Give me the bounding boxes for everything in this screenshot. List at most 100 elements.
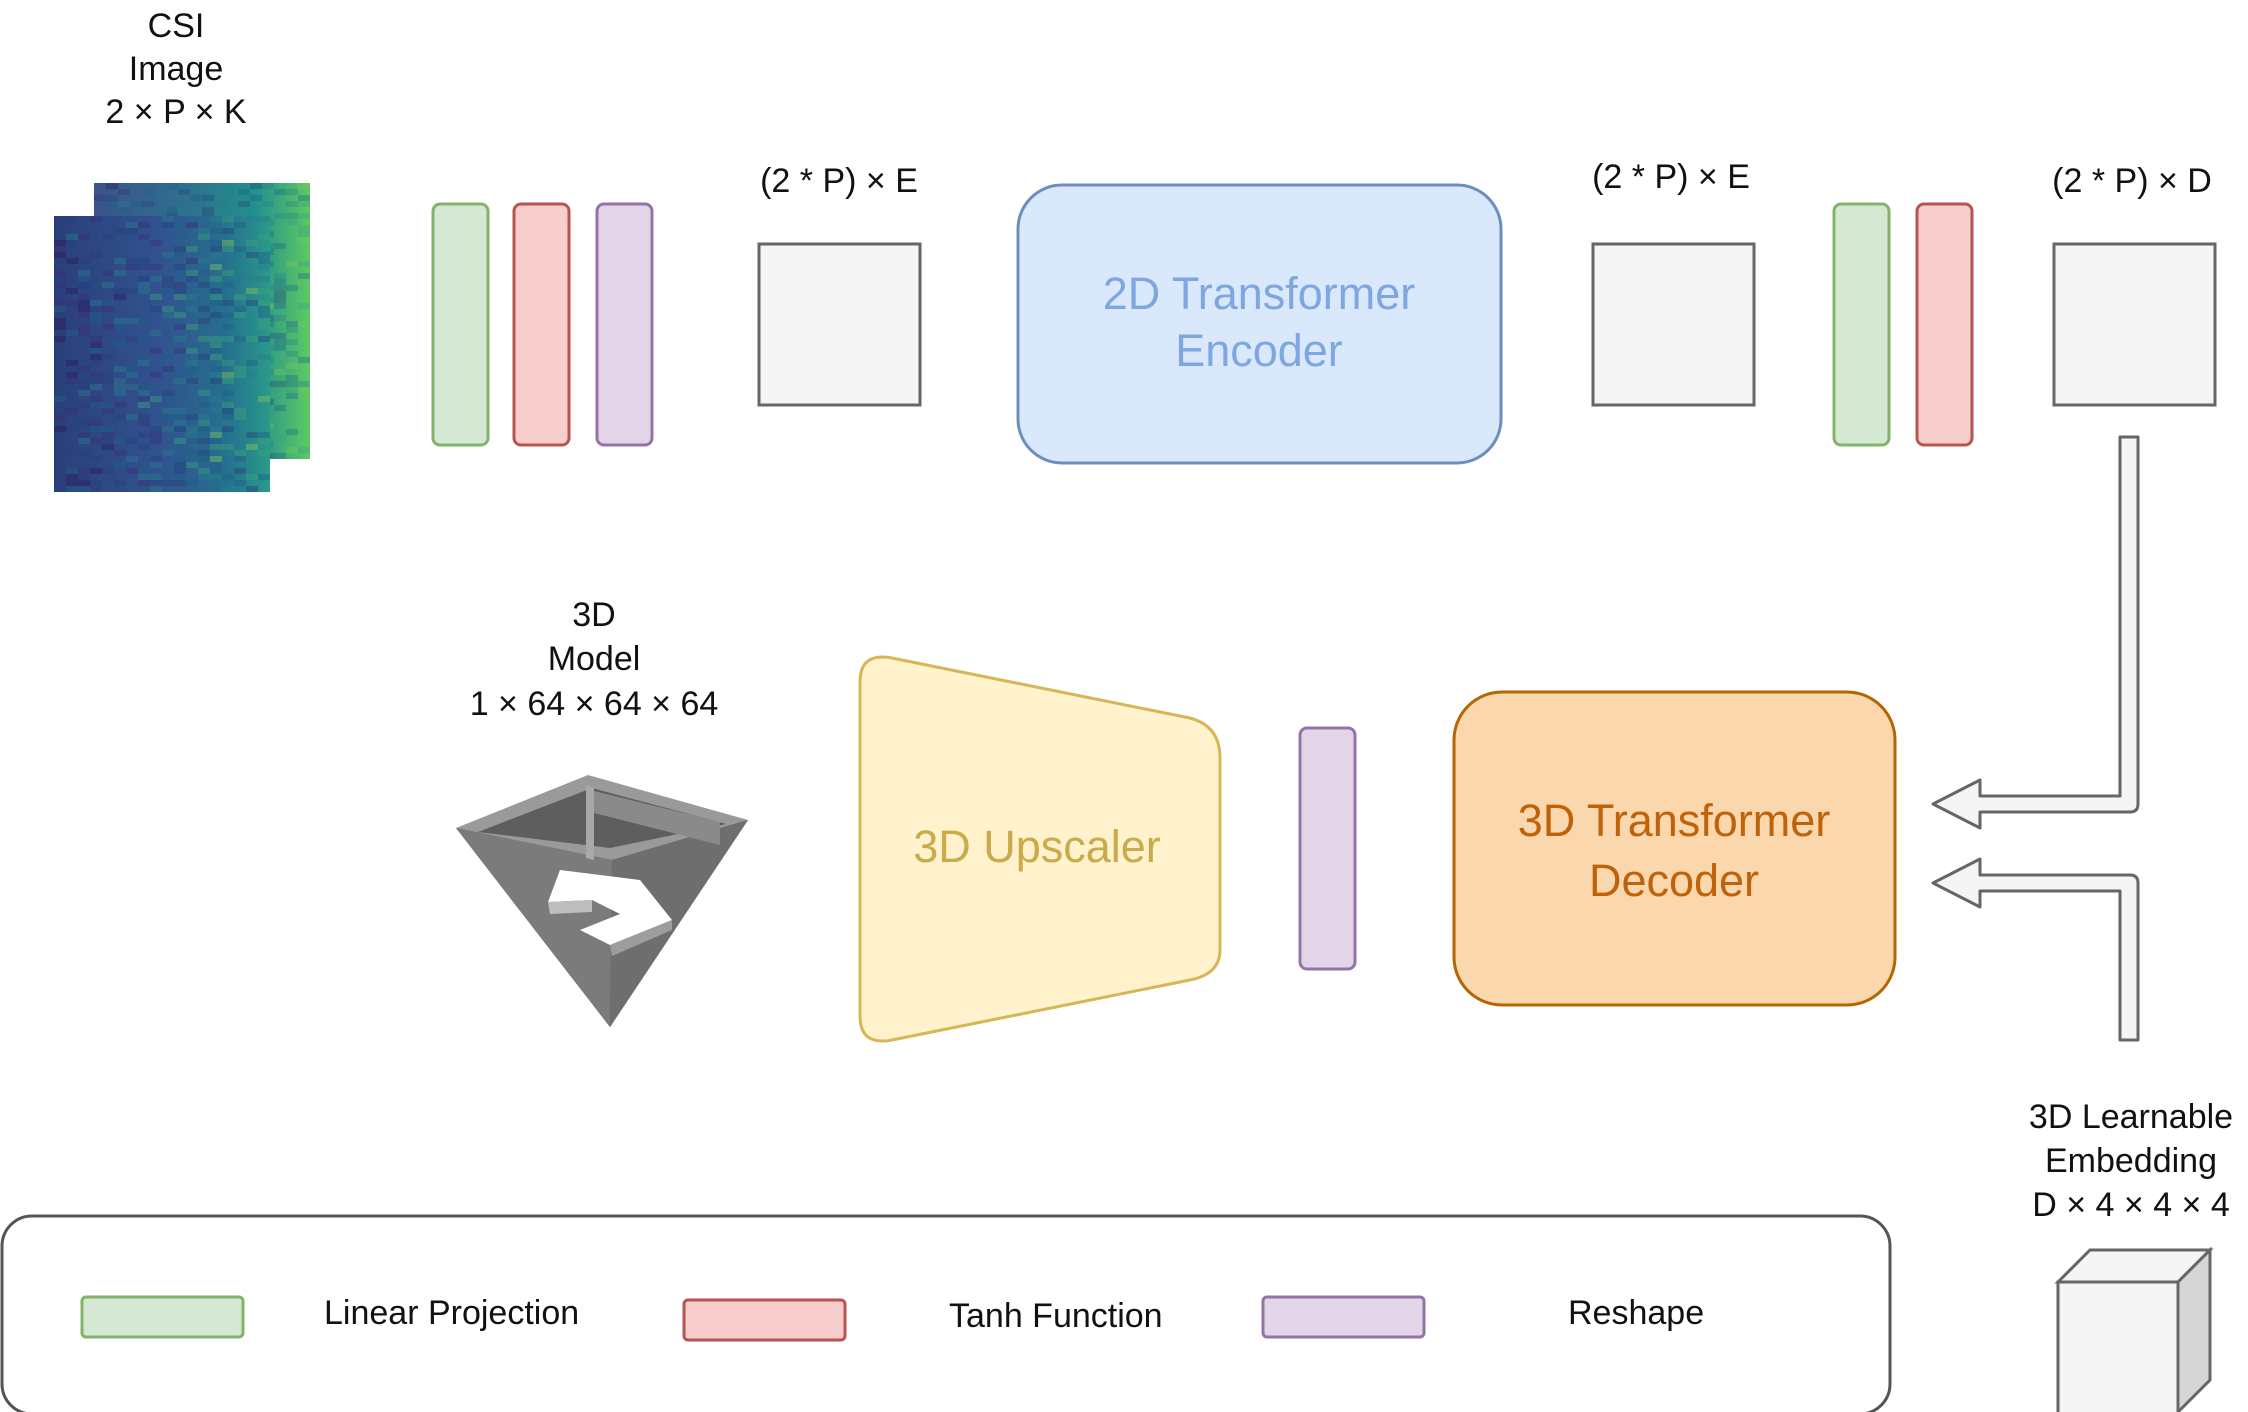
- heatmap-cell: [222, 246, 234, 252]
- heatmap-cell: [298, 231, 310, 237]
- heatmap-cell: [78, 258, 90, 264]
- heatmap-cell: [286, 393, 298, 399]
- heatmap-cell: [162, 468, 174, 474]
- heatmap-cell: [126, 456, 138, 462]
- heatmap-cell: [286, 219, 298, 225]
- heatmap-cell: [298, 447, 310, 453]
- heatmap-cell: [126, 288, 138, 294]
- heatmap-cell: [162, 222, 174, 228]
- heatmap-cell: [210, 312, 222, 318]
- heatmap-cell: [186, 480, 198, 486]
- heatmap-cell: [286, 387, 298, 393]
- model3d-label-line3: 1 × 64 × 64 × 64: [470, 685, 719, 723]
- heatmap-cell: [126, 258, 138, 264]
- heatmap-cell: [250, 195, 262, 201]
- heatmap-cell: [102, 282, 114, 288]
- heatmap-cell: [246, 486, 258, 492]
- heatmap-cell: [286, 429, 298, 435]
- heatmap-cell: [198, 234, 210, 240]
- heatmap-cell: [174, 348, 186, 354]
- heatmap-cell: [126, 228, 138, 234]
- heatmap-cell: [246, 300, 258, 306]
- heatmap-cell: [186, 450, 198, 456]
- heatmap-cell: [150, 306, 162, 312]
- heatmap-cell: [138, 288, 150, 294]
- heatmap-cell: [66, 234, 78, 240]
- heatmap-cell: [198, 450, 210, 456]
- heatmap-cell: [66, 486, 78, 492]
- heatmap-cell: [54, 252, 66, 258]
- heatmap-cell: [246, 474, 258, 480]
- heatmap-cell: [90, 318, 102, 324]
- heatmap-cell: [54, 300, 66, 306]
- heatmap-cell: [150, 330, 162, 336]
- csi-heatmap-image: [54, 183, 310, 492]
- heatmap-cell: [162, 414, 174, 420]
- heatmap-cell: [258, 450, 270, 456]
- heatmap-cell: [258, 264, 270, 270]
- heatmap-cell: [174, 222, 186, 228]
- reshape-block-1: [595, 202, 654, 447]
- heatmap-cell: [78, 330, 90, 336]
- heatmap-cell: [174, 294, 186, 300]
- heatmap-cell: [234, 372, 246, 378]
- heatmap-cell: [102, 402, 114, 408]
- transformer-encoder-block: [1016, 183, 1503, 465]
- heatmap-cell: [258, 432, 270, 438]
- heatmap-cell: [114, 438, 126, 444]
- heatmap-cell: [274, 333, 286, 339]
- heatmap-cell: [54, 336, 66, 342]
- tensor-box-3: [2052, 242, 2217, 407]
- heatmap-cell: [174, 264, 186, 270]
- heatmap-cell: [210, 264, 222, 270]
- heatmap-cell: [222, 486, 234, 492]
- heatmap-cell: [78, 474, 90, 480]
- heatmap-cell: [174, 390, 186, 396]
- heatmap-cell: [286, 381, 298, 387]
- heatmap-cell: [202, 207, 214, 213]
- heatmap-cell: [102, 324, 114, 330]
- heatmap-cell: [234, 222, 246, 228]
- heatmap-cell: [166, 207, 178, 213]
- heatmap-cell: [286, 339, 298, 345]
- heatmap-cell: [186, 378, 198, 384]
- heatmap-cell: [274, 303, 286, 309]
- heatmap-cell: [138, 360, 150, 366]
- heatmap-cell: [258, 306, 270, 312]
- heatmap-cell: [66, 366, 78, 372]
- heatmap-cell: [222, 414, 234, 420]
- heatmap-cell: [298, 381, 310, 387]
- heatmap-cell: [298, 183, 310, 189]
- heatmap-cell: [174, 372, 186, 378]
- heatmap-cell: [174, 480, 186, 486]
- heatmap-cell: [274, 435, 286, 441]
- heatmap-cell: [66, 360, 78, 366]
- heatmap-cell: [210, 432, 222, 438]
- heatmap-cell: [174, 306, 186, 312]
- heatmap-cell: [186, 258, 198, 264]
- heatmap-cell: [66, 474, 78, 480]
- heatmap-cell: [126, 318, 138, 324]
- heatmap-cell: [198, 414, 210, 420]
- heatmap-cell: [202, 195, 214, 201]
- heatmap-cell: [274, 213, 286, 219]
- heatmap-cell: [258, 324, 270, 330]
- heatmap-cell: [114, 228, 126, 234]
- heatmap-cell: [298, 303, 310, 309]
- heatmap-cell: [102, 378, 114, 384]
- heatmap-cell: [246, 444, 258, 450]
- heatmap-cell: [190, 195, 202, 201]
- tensor-box-2: [1591, 242, 1756, 407]
- heatmap-cell: [174, 270, 186, 276]
- heatmap-cell: [274, 297, 286, 303]
- heatmap-cell: [162, 480, 174, 486]
- upscaler-label: 3D Upscaler: [913, 821, 1161, 872]
- heatmap-cell: [150, 384, 162, 390]
- decoder-label-line2: Decoder: [1589, 855, 1759, 906]
- heatmap-cell: [54, 318, 66, 324]
- heatmap-cell: [222, 444, 234, 450]
- heatmap-cell: [186, 360, 198, 366]
- heatmap-cell: [118, 201, 130, 207]
- heatmap-cell: [286, 327, 298, 333]
- heatmap-cell: [174, 234, 186, 240]
